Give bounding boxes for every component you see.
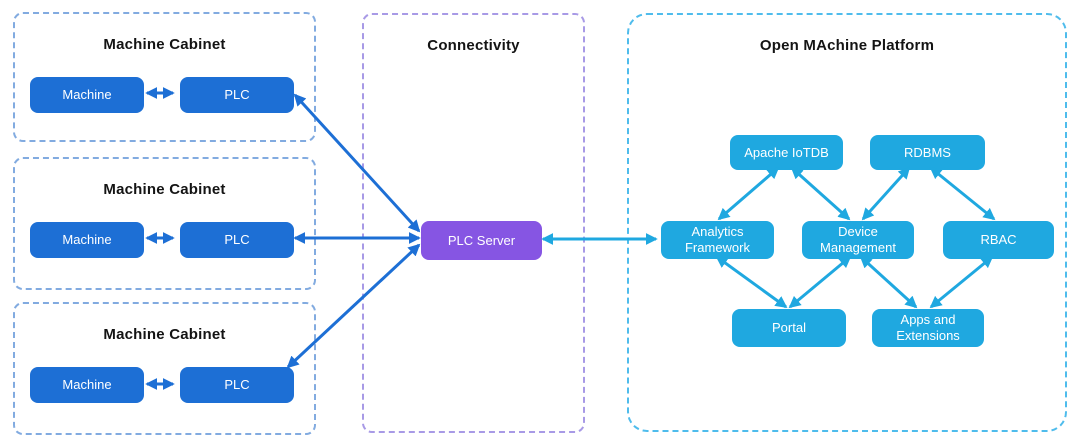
plc-server-node: PLC Server: [421, 221, 542, 260]
rbac-node: RBAC: [943, 221, 1054, 259]
machine-node-2: Machine: [30, 222, 144, 258]
portal-node: Portal: [732, 309, 846, 347]
machine-cabinet-3-title: Machine Cabinet: [103, 326, 226, 343]
platform-title: Open MAchine Platform: [759, 37, 935, 54]
machine-cabinet-1-title: Machine Cabinet: [103, 36, 226, 53]
apache-iotdb-node: Apache IoTDB: [730, 135, 843, 170]
apps-extensions-node: Apps and Extensions: [872, 309, 984, 347]
machine-cabinet-3-group: Machine Cabinet Machine PLC: [13, 302, 316, 435]
machine-node-1: Machine: [30, 77, 144, 113]
connectivity-group: Connectivity PLC Server: [362, 13, 585, 433]
plc-node-3: PLC: [180, 367, 294, 403]
open-machine-platform-group: Open MAchine Platform Apache IoTDB RDBMS…: [627, 13, 1067, 432]
rdbms-node: RDBMS: [870, 135, 985, 170]
connectivity-title: Connectivity: [427, 37, 520, 54]
plc-node-2: PLC: [180, 222, 294, 258]
machine-node-3: Machine: [30, 367, 144, 403]
plc-node-1: PLC: [180, 77, 294, 113]
machine-cabinet-2-group: Machine Cabinet Machine PLC: [13, 157, 316, 290]
device-management-node: Device Management: [802, 221, 914, 259]
machine-cabinet-2-title: Machine Cabinet: [103, 181, 226, 198]
analytics-framework-node: Analytics Framework: [661, 221, 774, 259]
machine-cabinet-1-group: Machine Cabinet Machine PLC: [13, 12, 316, 142]
